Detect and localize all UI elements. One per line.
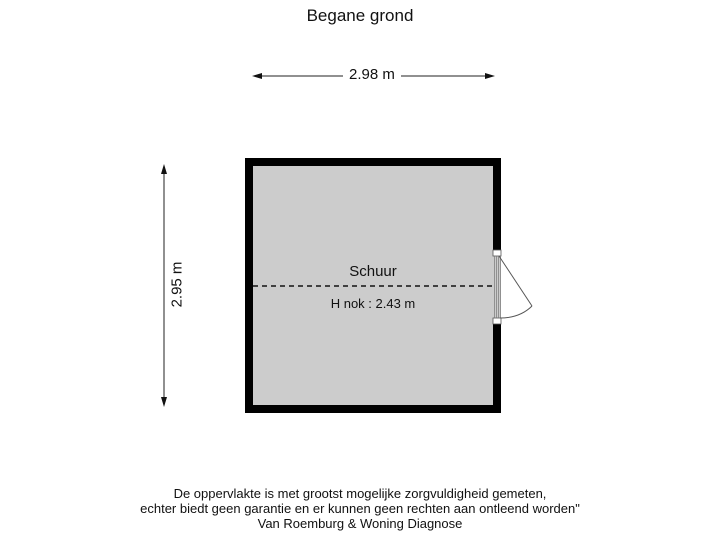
room-name: Schuur [349, 263, 397, 280]
height-dimension-line [161, 164, 167, 407]
door [492, 249, 533, 325]
disclaimer-line-3: Van Roemburg & Woning Diagnose [257, 516, 463, 531]
arrow-right-icon [485, 73, 495, 79]
arrow-down-icon [161, 397, 167, 407]
arrow-up-icon [161, 164, 167, 174]
door-swing-arc [499, 305, 533, 319]
height-dimension-label: 2.95 m [168, 255, 186, 314]
arrow-left-icon [252, 73, 262, 79]
disclaimer-line-2: echter biedt geen garantie en er kunnen … [140, 501, 580, 516]
disclaimer-line-1: De oppervlakte is met grootst mogelijke … [173, 486, 547, 501]
floor-title: Begane grond [306, 6, 414, 25]
door-leaf [498, 255, 533, 307]
disclaimer: De oppervlakte is met grootst mogelijke … [0, 486, 720, 531]
room-ridge-height: H nok : 2.43 m [330, 296, 416, 311]
width-dimension-label: 2.98 m [343, 66, 401, 83]
